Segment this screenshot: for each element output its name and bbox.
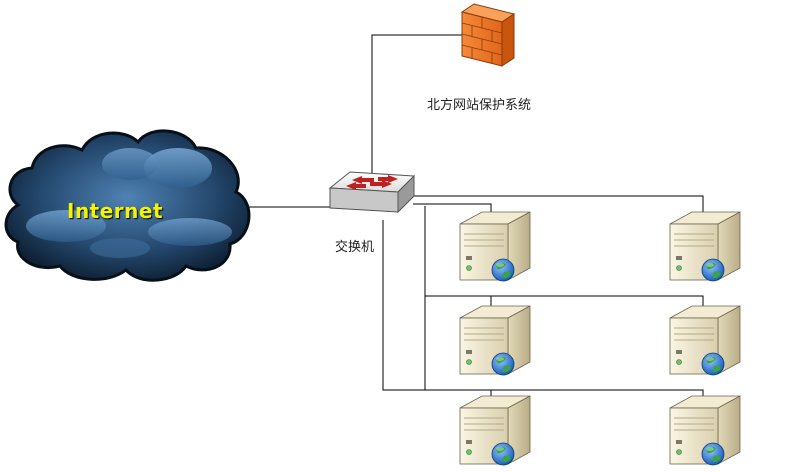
connection-lines bbox=[248, 34, 704, 398]
line-switch-bus-top bbox=[413, 195, 704, 216]
server-icon-2 bbox=[669, 211, 741, 282]
globe-icon bbox=[701, 442, 725, 466]
server-icon-5 bbox=[459, 395, 531, 466]
server-icon-6 bbox=[669, 395, 741, 466]
globe-icon bbox=[491, 442, 515, 466]
switch-icon bbox=[328, 171, 416, 214]
firewall-icon bbox=[460, 3, 516, 67]
server-icon-4 bbox=[669, 305, 741, 376]
globe-icon bbox=[491, 258, 515, 282]
line-bus-middle bbox=[424, 206, 704, 310]
globe-icon bbox=[491, 352, 515, 376]
switch-label: 交换机 bbox=[335, 240, 375, 255]
firewall-label: 北方网站保护系统 bbox=[427, 98, 532, 113]
cloud-icon bbox=[4, 129, 251, 282]
server-icon-1 bbox=[459, 211, 531, 282]
globe-icon bbox=[701, 258, 725, 282]
line-switch-firewall bbox=[371, 34, 462, 175]
line-bus-bottom bbox=[382, 220, 704, 398]
globe-icon bbox=[701, 352, 725, 376]
server-icon-3 bbox=[459, 305, 531, 376]
internet-label: Internet bbox=[67, 199, 164, 223]
